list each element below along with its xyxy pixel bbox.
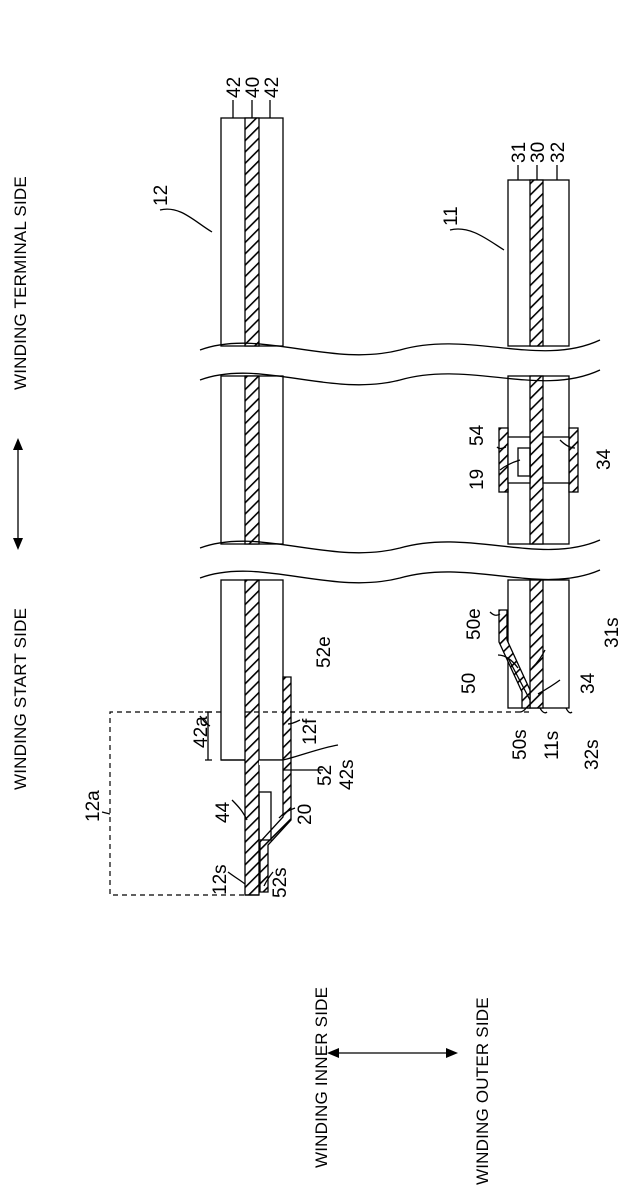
label-32s: 32s [582,739,603,770]
label-52e: 52e [314,636,335,668]
label-50: 50 [459,673,480,694]
collector-30-seg1 [530,180,543,346]
label-34-mid: 34 [594,448,615,470]
electrode-11 [499,180,578,708]
label-52s: 52s [270,867,291,898]
label-50e: 50e [464,608,485,640]
tape-52 [259,677,291,892]
label-19: 19 [467,469,488,490]
label-12: 12 [151,185,172,206]
collector-40-seg2 [245,376,259,544]
label-30: 30 [528,142,549,163]
caption-winding-start-side: WINDING START SIDE [11,608,30,790]
collector-30-seg2 [530,376,543,544]
label-32: 32 [548,142,569,163]
caption-winding-inner-side: WINDING INNER SIDE [312,987,331,1168]
label-12a: 12a [83,790,104,822]
label-40: 40 [243,77,264,98]
arrow-winding-start-terminal [13,438,23,550]
label-52: 52 [315,765,336,786]
label-20: 20 [295,804,316,825]
collector-40-seg1 [245,118,259,346]
caption-winding-outer-side: WINDING OUTER SIDE [473,997,492,1185]
label-44: 44 [213,801,234,823]
caption-winding-terminal-side: WINDING TERMINAL SIDE [11,176,30,390]
label-42-top-b: 42 [262,77,283,98]
label-34-low: 34 [578,672,599,694]
label-42-top-a: 42 [224,77,245,98]
collector-40-seg3 [245,580,259,895]
tape-54-inner [499,428,508,492]
label-31: 31 [509,142,530,163]
collector-30-seg3 [530,580,543,708]
label-50s: 50s [510,729,531,760]
tape-50 [499,610,530,708]
arrow-winding-inner-outer [327,1048,458,1058]
leader-lines [160,100,575,886]
label-42s: 42s [337,759,358,790]
tape-54-outer [569,428,578,492]
label-11: 11 [441,206,462,226]
label-31s: 31s [602,617,623,648]
label-12f: 12f [300,718,321,745]
label-12s: 12s [210,864,231,895]
electrode-12 [221,118,283,895]
label-54: 54 [467,424,488,446]
label-42a: 42a [191,716,212,748]
label-11s: 11s [542,731,563,760]
